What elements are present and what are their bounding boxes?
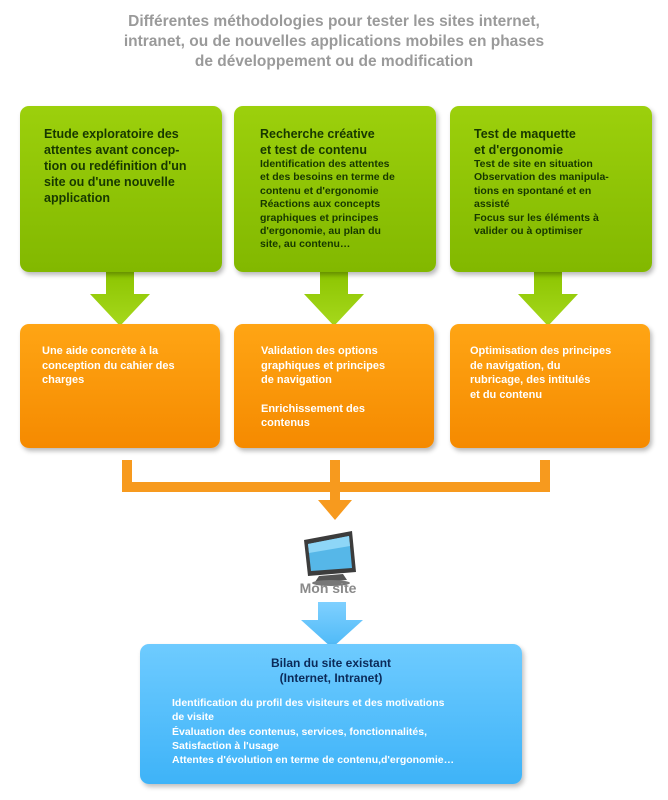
blue-line: Satisfaction à l'usage — [172, 739, 279, 752]
orange-line: Optimisation des principes — [470, 345, 612, 357]
orange-line: de navigation, du — [470, 359, 561, 372]
orange-line: Enrichissement des — [261, 402, 365, 415]
orange-line: et du contenu — [470, 388, 543, 401]
green-arrow-2 — [304, 270, 364, 326]
orange-line: rubricage, des intitulés — [470, 374, 591, 386]
heading-line: site ou d'une nouvelle — [44, 175, 175, 189]
green-box-exploratory-study: Etude exploratoire des attentes avant co… — [20, 106, 222, 272]
heading-line: et test de contenu — [260, 143, 367, 157]
orange-line: graphiques et principes — [261, 359, 386, 372]
orange-box-optimisation: Optimisation des principes de navigation… — [450, 324, 650, 448]
heading-line: Etude exploratoire des — [44, 127, 179, 141]
heading-line: Test de maquette — [474, 127, 576, 141]
detail-line: d'ergonomie, au plan du — [260, 225, 381, 238]
detail-line: site, au contenu… — [260, 238, 351, 251]
orange-line: contenus — [261, 417, 310, 429]
title-line: de développement ou de modification — [194, 53, 474, 70]
blue-line: Évaluation des contenus, services, fonct… — [172, 725, 427, 738]
blue-box-heading: Bilan du site existant (Internet, Intran… — [150, 656, 512, 686]
heading-line: tion ou redéfinition d'un — [44, 159, 187, 173]
blue-arrow — [301, 602, 363, 648]
heading-line: attentes avant concep- — [44, 143, 180, 157]
computer-monitor-icon — [304, 531, 356, 586]
detail-line: Focus sur les éléments à — [474, 211, 599, 224]
orange-line: de navigation — [261, 374, 332, 386]
detail-line: tions en spontané et en — [474, 184, 592, 197]
green-box-details: Identification des attentes et des besoi… — [260, 158, 428, 252]
heading-line: (Internet, Intranet) — [279, 671, 383, 685]
orange-merge-connector — [122, 460, 550, 502]
green-box-heading: Test de maquette et d'ergonomie — [474, 126, 644, 158]
green-box-mockup-test: Test de maquette et d'ergonomie Test de … — [450, 106, 652, 272]
blue-line: Attentes d'évolution en terme de contenu… — [172, 754, 455, 767]
heading-line: application — [44, 191, 110, 205]
detail-line: assisté — [474, 198, 510, 211]
heading-line: et d'ergonomie — [474, 143, 564, 157]
detail-line: Test de site en situation — [474, 158, 593, 170]
detail-line: Identification des attentes — [260, 158, 390, 170]
detail-line: graphiques et principes — [260, 211, 379, 224]
orange-box-specifications-aid: Une aide concrète à la conception du cah… — [20, 324, 220, 448]
orange-merge-arrowhead — [318, 500, 352, 520]
blue-line: de visite — [172, 711, 215, 724]
detail-line: Observation des manipula- — [474, 171, 609, 184]
title-line: intranet, ou de nouvelles applications m… — [123, 33, 545, 50]
orange-line: conception du cahier des — [42, 359, 175, 372]
detail-line: Réactions aux concepts — [260, 198, 381, 211]
green-arrow-1 — [90, 270, 150, 326]
orange-box-validation: Validation des options graphiques et pri… — [234, 324, 434, 448]
title-line: Différentes méthodologies pour tester le… — [128, 13, 540, 30]
orange-line: charges — [42, 374, 85, 386]
green-box-creative-research: Recherche créative et test de contenu Id… — [234, 106, 436, 272]
green-box-heading: Recherche créative et test de contenu — [260, 126, 428, 158]
blue-line: Identification du profil des visiteurs e… — [172, 697, 445, 709]
detail-line: contenu et d'ergonomie — [260, 184, 379, 197]
detail-line: valider ou à optimiser — [474, 225, 583, 238]
green-box-heading: Etude exploratoire des attentes avant co… — [44, 126, 214, 206]
orange-line: Validation des options — [261, 345, 378, 357]
site-label: Mon site — [299, 580, 357, 596]
green-box-details: Test de site en situation Observation de… — [474, 158, 644, 238]
heading-line: Bilan du site existant — [270, 656, 392, 670]
green-arrow-3 — [518, 270, 578, 326]
detail-line: et des besoins en terme de — [260, 171, 395, 184]
blue-box-site-review: Bilan du site existant (Internet, Intran… — [140, 644, 522, 784]
page-title: Différentes méthodologies pour tester le… — [0, 12, 668, 72]
orange-line: Une aide concrète à la — [42, 345, 159, 357]
heading-line: Recherche créative — [260, 127, 375, 141]
